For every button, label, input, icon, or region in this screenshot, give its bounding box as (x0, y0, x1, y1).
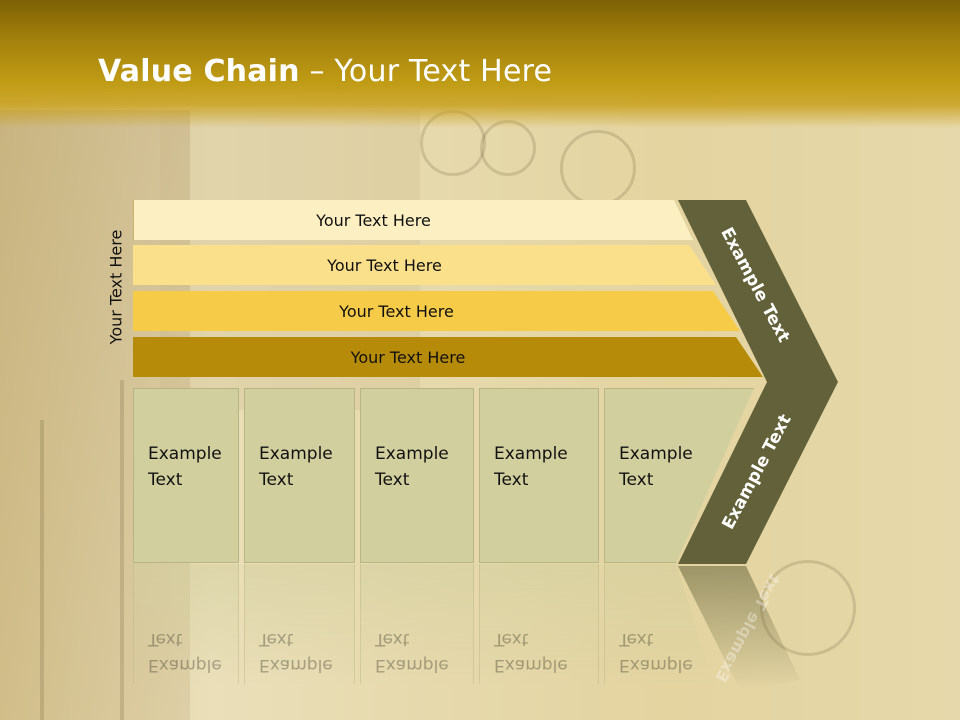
box-reflection-2: Example Text (244, 564, 355, 684)
support-band-2: Your Text Here (133, 245, 716, 285)
primary-box-2: Example Text (244, 388, 355, 563)
title-bar (0, 0, 960, 128)
railing-bar (120, 380, 124, 720)
support-band-3: Your Text Here (133, 291, 740, 331)
page-title: Value Chain – Your Text Here (98, 54, 552, 89)
support-band-4: Your Text Here (133, 337, 763, 377)
box-reflection-1: Example Text (133, 564, 239, 684)
primary-box-1: Example Text (133, 388, 239, 563)
chevron-lower (678, 382, 838, 564)
chevron-reflection (678, 566, 800, 690)
title-rest: – Your Text Here (299, 54, 553, 89)
railing-bar (40, 420, 44, 720)
title-bold: Value Chain (98, 54, 300, 89)
chevron-upper (678, 200, 838, 382)
box-reflection-3: Example Text (360, 564, 474, 684)
box-reflection-4: Example Text (479, 564, 599, 684)
primary-box-3: Example Text (360, 388, 474, 563)
primary-box-4: Example Text (479, 388, 599, 563)
support-band-1: Your Text Here (133, 200, 693, 240)
